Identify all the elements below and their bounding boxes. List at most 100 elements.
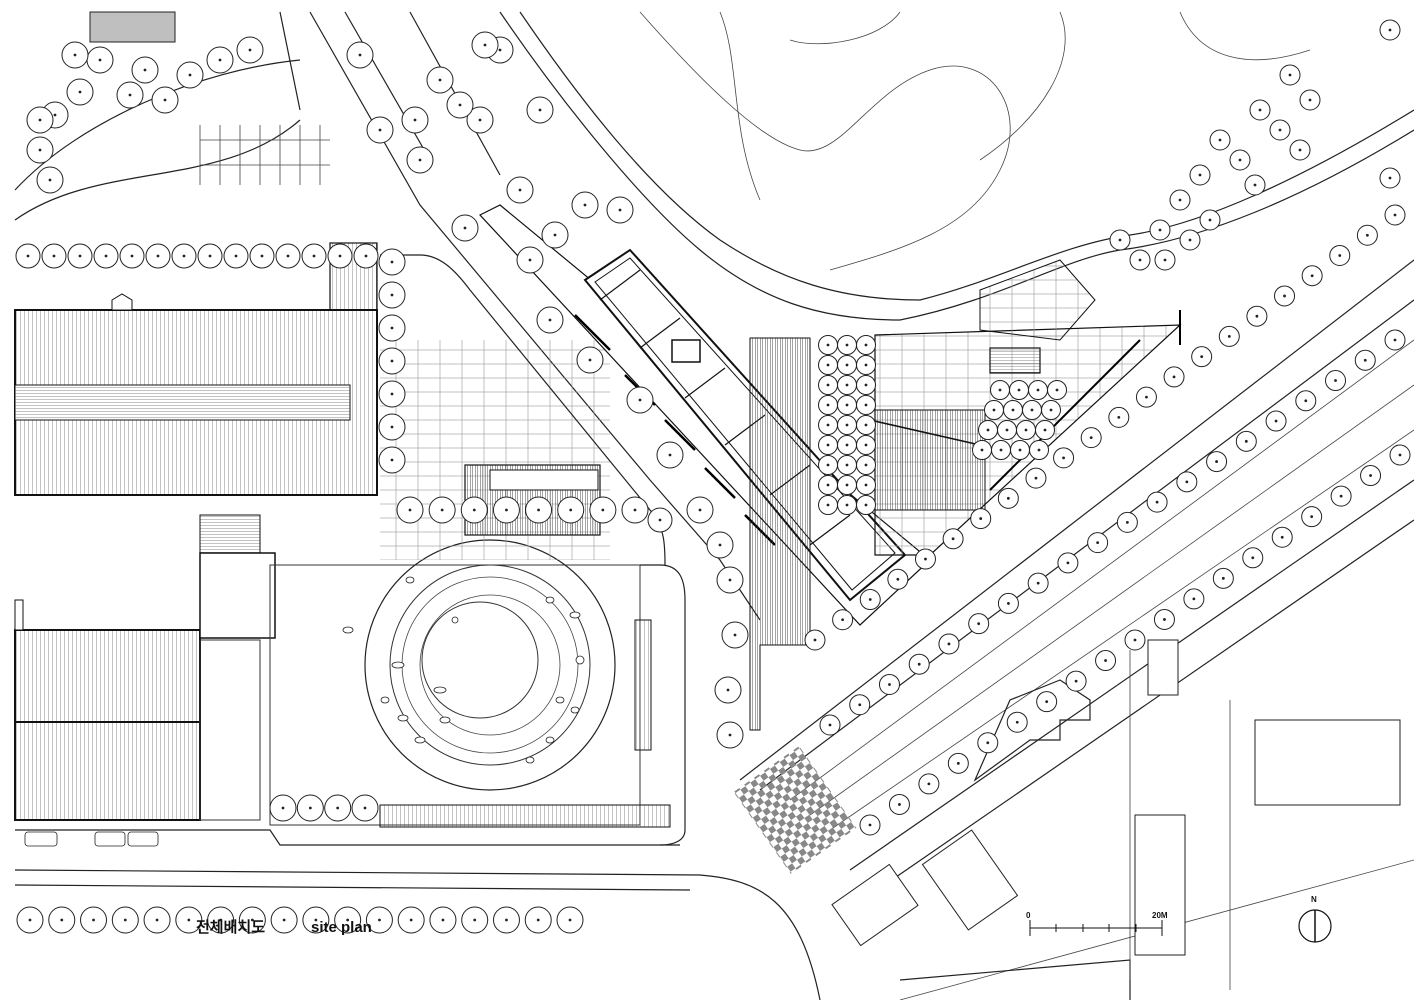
tree-trunk-dot xyxy=(864,423,868,427)
tree-trunk-dot xyxy=(864,403,868,407)
tree-trunk-dot xyxy=(1188,238,1192,242)
tree-trunk-dot xyxy=(1036,388,1040,392)
tree-trunk-dot xyxy=(1055,388,1059,392)
tree-trunk-dot xyxy=(38,118,42,122)
tree-trunk-dot xyxy=(473,918,477,922)
tree-trunk-dot xyxy=(553,233,557,237)
tree-trunk-dot xyxy=(668,453,672,457)
tree-trunk-dot xyxy=(826,463,830,467)
tree-trunk-dot xyxy=(314,918,318,922)
tree-trunk-dot xyxy=(378,918,381,922)
tree-trunk-dot xyxy=(980,448,984,452)
tree-trunk-dot xyxy=(48,178,52,182)
tree-trunk-dot xyxy=(537,508,540,512)
tree-trunk-dot xyxy=(1145,395,1148,399)
lower-right-buildings xyxy=(831,639,1401,1000)
tree-trunk-dot xyxy=(1158,228,1162,232)
tree-trunk-dot xyxy=(1253,183,1257,187)
tree-trunk-dot xyxy=(1172,375,1176,379)
tree-trunk-dot xyxy=(1034,476,1038,480)
tree-trunk-dot xyxy=(1308,98,1312,102)
tree-trunk-dot xyxy=(143,68,147,72)
tree-trunk-dot xyxy=(438,78,442,82)
tree-trunk-dot xyxy=(250,918,254,922)
tree-trunk-dot xyxy=(505,508,508,512)
north-label: N xyxy=(1311,895,1317,904)
tree-trunk-dot xyxy=(409,918,413,922)
scale-bar: 0 20M xyxy=(1026,911,1168,936)
tree-trunk-dot xyxy=(1024,428,1028,432)
tree-trunk-dot xyxy=(864,383,868,387)
tree-trunk-dot xyxy=(826,423,830,427)
parked-cars xyxy=(24,831,159,847)
tree-trunk-dot xyxy=(1015,720,1019,724)
scale-end-label: 20M xyxy=(1152,911,1168,920)
tree-trunk-dot xyxy=(638,398,642,402)
tree-trunk-dot xyxy=(548,318,552,322)
tree-trunk-dot xyxy=(26,254,30,258)
tree-trunk-dot xyxy=(1118,238,1122,242)
tree-trunk-dot xyxy=(53,113,57,117)
roads xyxy=(14,11,1414,1000)
tree-trunk-dot xyxy=(813,638,817,642)
central-plaza xyxy=(269,539,686,846)
tree-trunk-dot xyxy=(536,918,540,922)
tree-trunk-dot xyxy=(927,782,931,786)
tree-trunk-dot xyxy=(979,517,983,520)
tree-trunk-dot xyxy=(390,359,394,363)
tree-trunk-dot xyxy=(733,633,737,637)
tree-trunk-dot xyxy=(282,918,286,922)
tree-trunk-dot xyxy=(390,458,394,462)
tree-trunk-dot xyxy=(538,108,542,112)
tree-trunk-dot xyxy=(1244,439,1248,443)
tree-trunk-dot xyxy=(951,537,955,541)
tree-trunk-dot xyxy=(726,688,730,692)
left-building-upper xyxy=(14,242,378,496)
tree-trunk-dot xyxy=(130,254,134,258)
tree-trunk-dot xyxy=(845,503,849,507)
tree-trunk-dot xyxy=(1283,294,1286,298)
tree-trunk-dot xyxy=(1089,436,1093,440)
tree-trunk-dot xyxy=(868,823,872,827)
tree-trunk-dot xyxy=(1280,535,1284,539)
tree-trunk-dot xyxy=(163,98,167,102)
tree-trunk-dot xyxy=(28,918,32,922)
tree-trunk-dot xyxy=(528,258,532,262)
tree-trunk-dot xyxy=(312,254,316,258)
tree-trunk-dot xyxy=(864,443,868,447)
tree-trunk-dot xyxy=(845,363,849,367)
tree-trunk-dot xyxy=(208,254,212,258)
tree-trunk-dot xyxy=(728,578,732,582)
tree-trunk-dot xyxy=(1198,173,1202,177)
tree-trunk-dot xyxy=(363,806,367,810)
tree-trunk-dot xyxy=(826,443,830,447)
tree-trunk-dot xyxy=(156,254,160,258)
tree-trunk-dot xyxy=(845,483,849,487)
tree-trunk-dot xyxy=(1049,408,1053,412)
tree-trunk-dot xyxy=(1208,218,1212,222)
tree-trunk-dot xyxy=(98,58,102,62)
tree-trunk-dot xyxy=(864,343,868,347)
tree-trunk-dot xyxy=(633,508,637,512)
tree-trunk-dot xyxy=(440,508,444,512)
tree-trunk-dot xyxy=(826,503,830,507)
tree-trunk-dot xyxy=(898,803,901,806)
tree-trunk-dot xyxy=(1398,453,1402,457)
tree-trunk-dot xyxy=(1215,460,1218,463)
title-english: site plan xyxy=(311,919,372,936)
tree-trunk-dot xyxy=(1388,28,1392,32)
tree-trunk-dot xyxy=(1274,419,1278,423)
tree-trunk-dot xyxy=(1288,73,1292,77)
tree-trunk-dot xyxy=(78,90,82,94)
tree-trunk-dot xyxy=(864,503,868,507)
tree-trunk-dot xyxy=(658,518,662,522)
trees xyxy=(15,19,1411,934)
tree-trunk-dot xyxy=(1074,679,1078,683)
tree-trunk-dot xyxy=(1393,338,1397,342)
tree-trunk-dot xyxy=(845,403,849,407)
tree-trunk-dot xyxy=(1138,258,1142,262)
tree-trunk-dot xyxy=(308,806,312,810)
tree-trunk-dot xyxy=(38,148,42,152)
tree-trunk-dot xyxy=(1066,561,1070,565)
upper-left-building xyxy=(14,11,301,221)
